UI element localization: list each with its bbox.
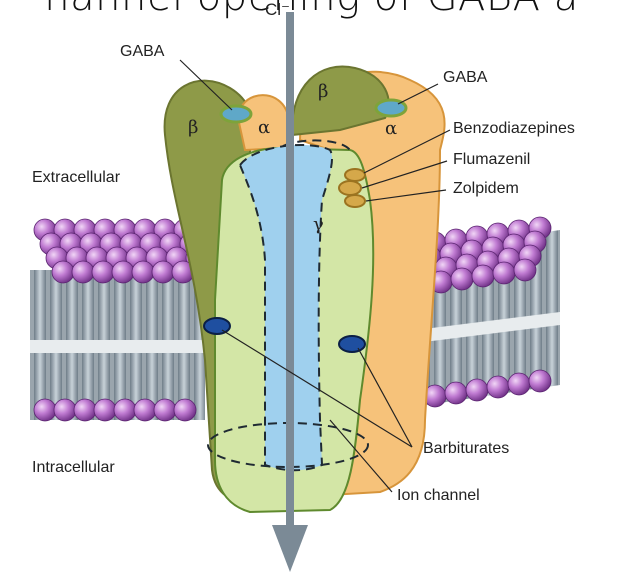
ion-label: Cl⁻	[265, 0, 290, 19]
gaba-label-right: GABA	[443, 69, 488, 86]
extracellular-label: Extracellular	[32, 169, 121, 186]
lipid-head	[52, 261, 74, 283]
lipid-head	[72, 261, 94, 283]
lipid-head	[132, 261, 154, 283]
benzodiazepines-label: Benzodiazepines	[453, 120, 575, 137]
lipid-head	[529, 370, 551, 392]
barbiturate-site-right	[339, 336, 365, 352]
lipid-head	[508, 373, 530, 395]
gaba-site-left	[221, 106, 251, 122]
alpha-label-right: α	[385, 118, 397, 139]
lipid-head	[451, 268, 473, 290]
lipid-head	[92, 261, 114, 283]
ion-channel-label: Ion channel	[397, 487, 480, 504]
gaba-label-left: GABA	[120, 43, 165, 60]
beta-label-left: β	[188, 117, 198, 138]
lipid-head	[487, 376, 509, 398]
lipid-head	[174, 399, 196, 421]
lipid-head	[94, 399, 116, 421]
lipid-head	[34, 399, 56, 421]
lipid-head	[74, 399, 96, 421]
flumazenil-label: Flumazenil	[453, 151, 530, 168]
zolpidem-label: Zolpidem	[453, 180, 519, 197]
gamma-label: γ	[313, 214, 324, 235]
lipid-head	[152, 261, 174, 283]
lipid-head	[112, 261, 134, 283]
lipid-head	[154, 399, 176, 421]
lipid-head	[134, 399, 156, 421]
lipid-head	[472, 265, 494, 287]
alpha-label-left: α	[258, 117, 270, 138]
barbiturates-label: Barbiturates	[423, 440, 509, 457]
lipid-head	[493, 262, 515, 284]
lipid-head	[514, 259, 536, 281]
lipid-head	[466, 379, 488, 401]
lipid-head	[445, 382, 467, 404]
barbiturate-site-left	[204, 318, 230, 334]
lipid-head	[114, 399, 136, 421]
intracellular-label: Intracellular	[32, 459, 115, 476]
beta-label-right: β	[318, 81, 328, 102]
lipid-head	[54, 399, 76, 421]
